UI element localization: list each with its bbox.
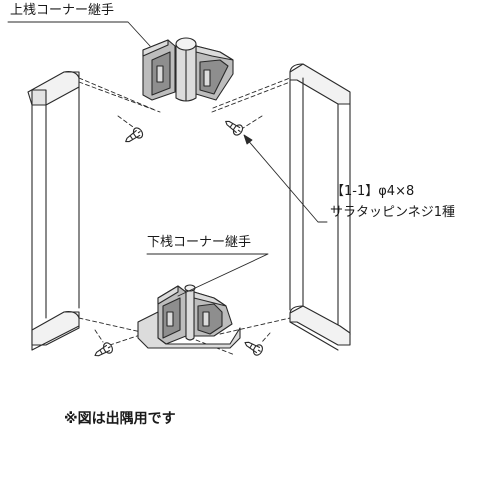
outside-corner-note: ※図は出隅用です [64, 411, 176, 427]
right-panel [289, 63, 351, 351]
upper-corner-joint-label: 上桟コーナー継手 [10, 3, 115, 18]
screw-spec-code: 【1-1】φ4×8 [331, 184, 415, 199]
upper-corner-joint [142, 37, 234, 102]
screw-upper-right [225, 120, 244, 136]
leader-lines [7, 21, 328, 297]
lower-corner-joint [137, 284, 241, 349]
screw-spec-name: サラタッピンネジ1種 [330, 205, 456, 220]
left-panel [27, 71, 80, 351]
screw-lower-right [244, 341, 263, 356]
lower-corner-joint-label: 下桟コーナー継手 [147, 235, 252, 250]
screw-upper-left [125, 127, 144, 143]
screw-lower-left [94, 342, 113, 357]
